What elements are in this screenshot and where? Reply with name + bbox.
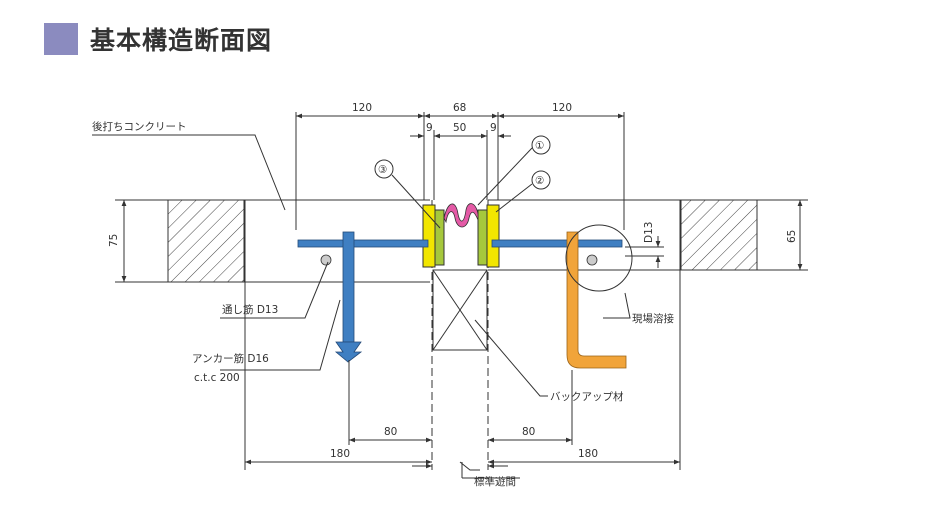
callout-2	[531, 170, 551, 190]
dim-bottom-left-80: 80	[384, 426, 397, 438]
title-bar: 基本構造断面図	[44, 22, 272, 56]
left-height-dim	[115, 199, 168, 283]
label-concrete: 後打ちコンクリート	[92, 120, 187, 133]
label-through-rebar: 通し筋 D13	[222, 303, 278, 316]
orange-anchor-rebar	[566, 231, 627, 369]
dim-left-height: 75	[108, 234, 120, 247]
callout-1-label: ①	[535, 140, 544, 152]
callout-3-label: ③	[378, 164, 387, 176]
page-title: 基本構造断面図	[90, 26, 273, 55]
dim-top-left: 120	[352, 102, 372, 114]
dim-rebar-dia: D13	[643, 222, 655, 243]
label-standard-gap: 標準遊間	[474, 475, 516, 488]
dim-gap-center: 50	[453, 122, 466, 134]
dim-top-center: 68	[453, 102, 466, 114]
callout-2-label: ②	[535, 175, 544, 187]
right-height-dim	[757, 199, 808, 271]
top-dimensions	[296, 113, 624, 139]
left-green-frame	[434, 209, 445, 266]
bottom-dimensions	[245, 360, 680, 469]
dim-bottom-right-80: 80	[522, 426, 535, 438]
joint-lines	[244, 112, 681, 470]
through-rebar	[297, 239, 623, 248]
anchor-rebar	[334, 231, 363, 363]
callout-1	[531, 135, 551, 155]
dim-gap-right: 9	[490, 122, 497, 134]
dim-top-right: 120	[552, 102, 572, 114]
leader-lines	[92, 134, 631, 479]
label-anchor-rebar: アンカー筋 D16	[192, 352, 269, 365]
site-weld-circle	[565, 224, 633, 292]
dim-bottom-left-180: 180	[330, 448, 350, 460]
backup-material	[432, 269, 488, 351]
label-backup: バックアップ材	[550, 390, 624, 403]
right-green-frame	[477, 209, 488, 266]
callout-3	[374, 159, 394, 179]
left-hatch-block	[167, 199, 245, 283]
title-square-icon	[44, 23, 78, 55]
rebar-section	[320, 254, 598, 266]
right-yellow-frame	[486, 204, 500, 268]
dim-bottom-right-180: 180	[578, 448, 598, 460]
right-hatch-block	[680, 199, 758, 271]
label-anchor-pitch: c.t.c 200	[194, 372, 240, 384]
dim-right-height: 65	[786, 230, 798, 243]
pink-seal	[443, 203, 479, 228]
label-site-weld: 現場溶接	[632, 312, 674, 325]
rebar-dia-dim	[625, 236, 664, 268]
dim-gap-left: 9	[426, 122, 433, 134]
left-yellow-frame	[422, 204, 436, 268]
